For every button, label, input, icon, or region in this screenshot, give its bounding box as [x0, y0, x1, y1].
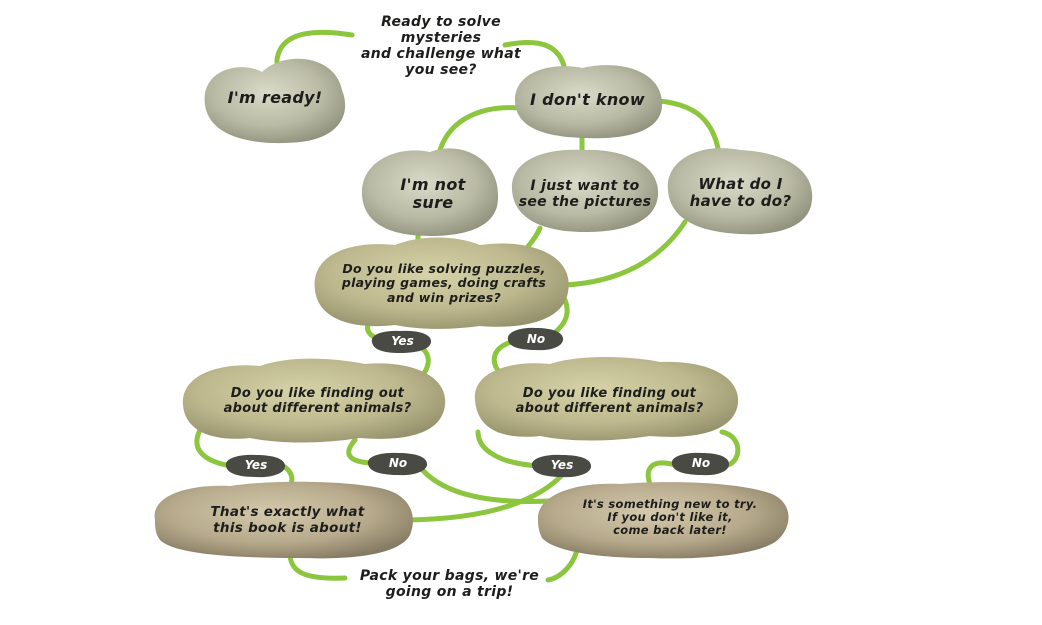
- pill-yes-1: [371, 330, 432, 353]
- connector-intro-dontknow: [502, 40, 568, 73]
- stone-notsure: [361, 148, 499, 236]
- notsure-label: I'm not sure: [400, 175, 466, 213]
- pill-yes-3: [531, 454, 592, 478]
- stone-animals-right: [474, 357, 739, 441]
- stone-pictures: [511, 149, 659, 232]
- exactly-label: That's exactly what this book is about!: [210, 504, 365, 536]
- pill-yes-2-label: Yes: [244, 458, 268, 472]
- intro-text: Ready to solve mysteries and challenge w…: [361, 14, 521, 79]
- connector-dontknow-notsure: [437, 105, 523, 153]
- pill-no-3-label: No: [691, 456, 711, 470]
- pill-no-1: [507, 327, 564, 351]
- connector-animalsright-no: [719, 429, 741, 468]
- pill-yes-2: [225, 454, 286, 478]
- newtry-label: It's something new to try. If you don't …: [582, 497, 758, 538]
- stone-newtry: [537, 482, 789, 559]
- stone-dontknow: [515, 65, 663, 139]
- connector-whatdo-puzzles: [562, 219, 688, 288]
- ready-label: I'm ready!: [227, 88, 323, 107]
- pill-yes-3-label: Yes: [550, 458, 574, 472]
- whatdo-label: What do I have to do?: [689, 175, 792, 211]
- dontknow-label: I don't know: [530, 90, 645, 109]
- animals-left-label: Do you like finding out about different …: [223, 386, 412, 416]
- pill-no-2-label: No: [388, 456, 408, 470]
- pictures-label: I just want to see the pictures: [518, 178, 652, 211]
- puzzles-label: Do you like solving puzzles, playing gam…: [341, 261, 547, 305]
- pill-yes-1-label: Yes: [391, 334, 414, 348]
- connector-no-newtry-2: [645, 460, 678, 487]
- pill-no-1-label: No: [526, 332, 546, 346]
- stone-puzzles: [314, 237, 569, 329]
- stone-animals-left: [182, 358, 446, 443]
- connector-no-newtry: [417, 464, 568, 504]
- stone-exactly: [154, 481, 413, 559]
- stone-ready: [204, 58, 346, 144]
- pill-no-2: [367, 452, 428, 476]
- animals-right-label: Do you like finding out about different …: [515, 386, 704, 416]
- connector-animalsleft-yes: [194, 427, 235, 469]
- connector-animalsright-yes: [475, 429, 543, 469]
- stone-whatdo: [667, 148, 813, 235]
- stones: [154, 58, 813, 559]
- connector-yes-exactly-2: [397, 469, 568, 523]
- pack-label: Pack your bags, we're going on a trip!: [359, 568, 540, 601]
- pill-no-3: [671, 452, 730, 476]
- connector-animalsleft-no: [346, 437, 375, 466]
- answer-pills: [225, 327, 730, 478]
